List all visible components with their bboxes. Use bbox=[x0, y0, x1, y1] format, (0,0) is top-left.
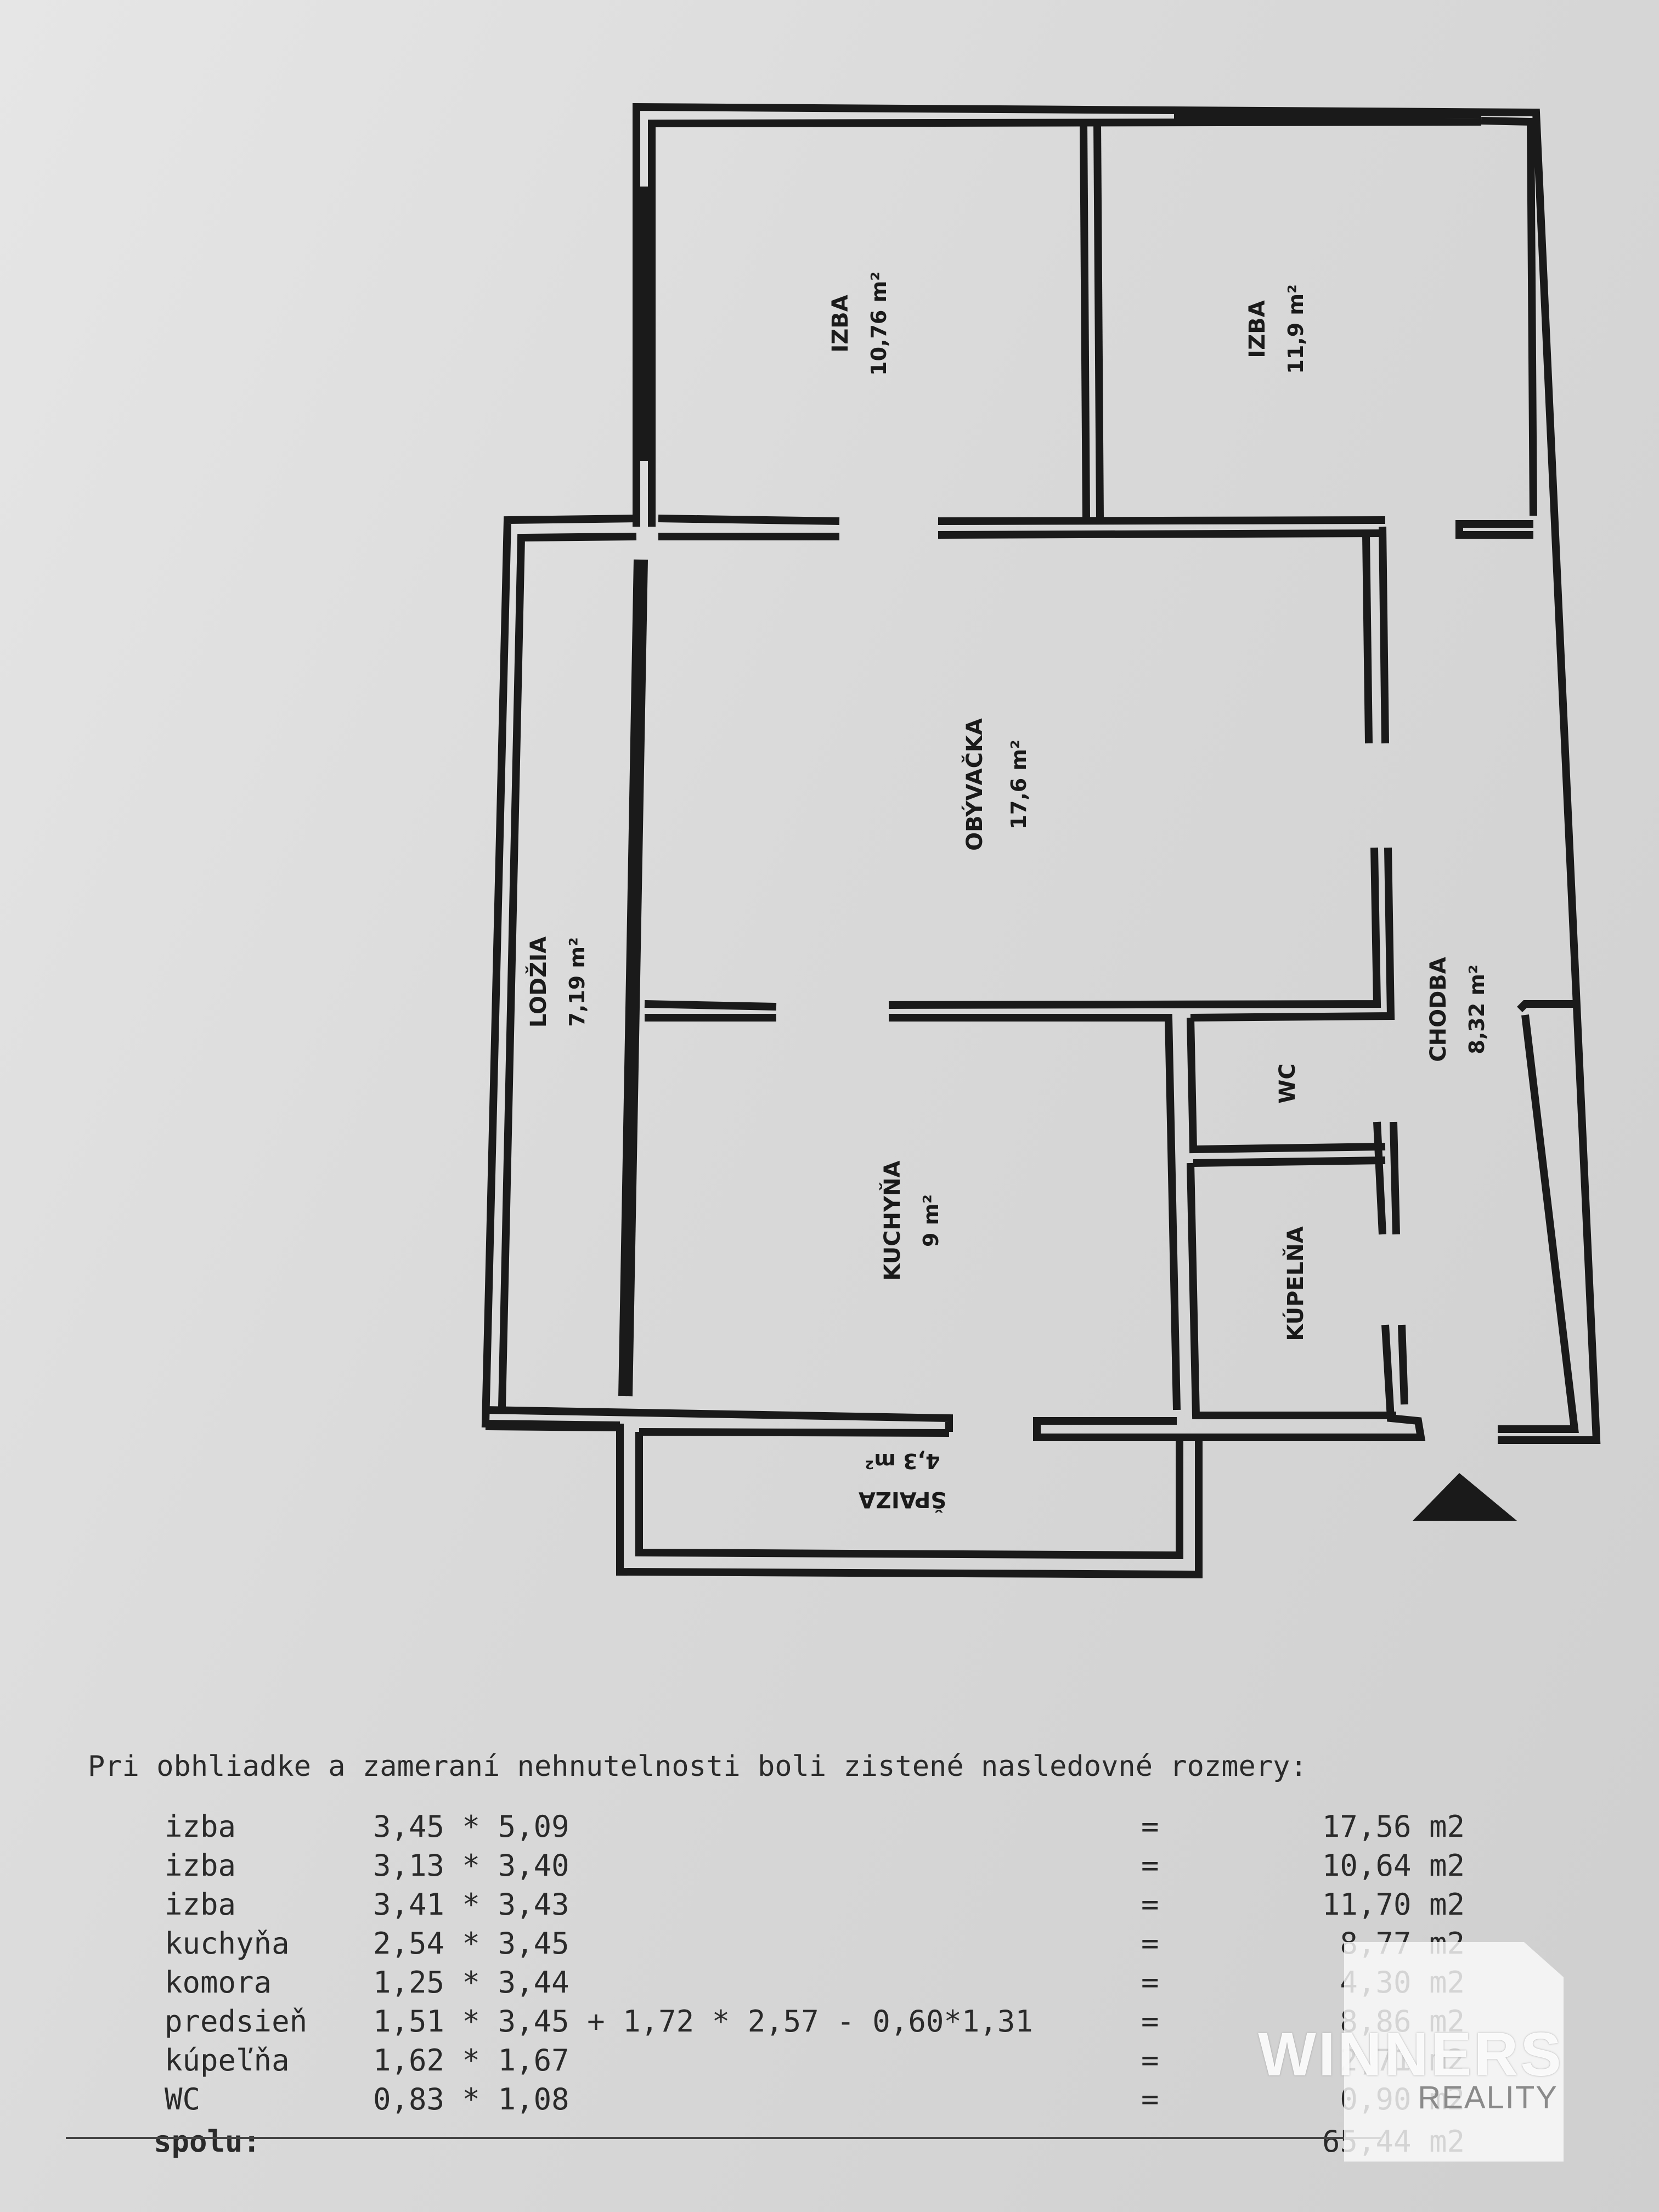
room-dims: 2,54 * 3,45 bbox=[373, 1926, 569, 1961]
svg-text:8,32 m²: 8,32 m² bbox=[1465, 964, 1489, 1054]
room-dims: 1,25 * 3,44 bbox=[373, 1965, 569, 2000]
room-name: izba bbox=[165, 1809, 236, 1844]
svg-text:7,19 m²: 7,19 m² bbox=[565, 937, 589, 1026]
room-dims: 0,83 * 1,08 bbox=[373, 2082, 569, 2117]
measurement-row: izba 3,13 * 3,40 = 10,64 m2 bbox=[88, 1848, 1569, 1887]
room-wc: WC bbox=[1275, 1063, 1300, 1103]
room-izba-1: IZBA 10,76 m² bbox=[828, 272, 891, 376]
svg-text:WC: WC bbox=[1275, 1063, 1300, 1103]
room-value: 17,56 m2 bbox=[1322, 1809, 1465, 1844]
svg-text:11,9 m²: 11,9 m² bbox=[1284, 284, 1308, 374]
window bbox=[618, 559, 648, 1397]
room-value: 10,64 m2 bbox=[1322, 1848, 1465, 1883]
room-chodba: CHODBA 8,32 m² bbox=[1426, 957, 1489, 1062]
room-spaiza: ŠPAIZA 4,3 m² bbox=[859, 1449, 946, 1513]
svg-text:OBÝVAČKA: OBÝVAČKA bbox=[961, 718, 988, 851]
room-izba-2: IZBA 11,9 m² bbox=[1245, 284, 1308, 374]
svg-text:LODŽIA: LODŽIA bbox=[525, 936, 551, 1028]
watermark-sub: REALITY bbox=[1418, 2080, 1558, 2115]
watermark-brand: WINNERS bbox=[1258, 2020, 1564, 2089]
total-divider bbox=[66, 2137, 1383, 2139]
room-dims: 3,13 * 3,40 bbox=[373, 1848, 569, 1883]
equals-sign: = bbox=[1141, 2043, 1159, 2078]
floor-plan: IZBA 10,76 m² IZBA 11,9 m² OBÝVAČKA 17,6… bbox=[481, 103, 1601, 1579]
entrance-arrow-icon bbox=[1413, 1473, 1517, 1521]
svg-text:17,6 m²: 17,6 m² bbox=[1007, 740, 1031, 829]
svg-text:10,76 m²: 10,76 m² bbox=[867, 272, 891, 376]
interior-walls bbox=[481, 121, 1533, 1579]
measurement-row: izba 3,45 * 5,09 = 17,56 m2 bbox=[88, 1809, 1569, 1848]
room-dims: 3,45 * 5,09 bbox=[373, 1809, 569, 1844]
svg-text:KUCHYŇA: KUCHYŇA bbox=[879, 1160, 905, 1280]
room-dims: 1,62 * 1,67 bbox=[373, 2043, 569, 2078]
equals-sign: = bbox=[1141, 1848, 1159, 1883]
equals-sign: = bbox=[1141, 2004, 1159, 2039]
equals-sign: = bbox=[1141, 1926, 1159, 1961]
room-name: izba bbox=[165, 1887, 236, 1922]
room-name: izba bbox=[165, 1848, 236, 1883]
room-name: kuchyňa bbox=[165, 1926, 290, 1961]
svg-text:9 m²: 9 m² bbox=[919, 1194, 943, 1247]
room-lodzia: LODŽIA 7,19 m² bbox=[525, 936, 589, 1028]
svg-text:4,3 m²: 4,3 m² bbox=[865, 1449, 940, 1473]
measurement-intro: Pri obhliadke a zameraní nehnutelnosti b… bbox=[88, 1750, 1307, 1783]
room-value: 11,70 m2 bbox=[1322, 1887, 1465, 1922]
equals-sign: = bbox=[1141, 1809, 1159, 1844]
svg-text:KÚPELŇA: KÚPELŇA bbox=[1282, 1226, 1308, 1341]
outer-walls bbox=[633, 103, 1601, 1444]
svg-text:CHODBA: CHODBA bbox=[1426, 957, 1451, 1062]
equals-sign: = bbox=[1141, 2082, 1159, 2117]
room-name: kúpeľňa bbox=[165, 2043, 290, 2078]
room-name: predsieň bbox=[165, 2004, 308, 2039]
room-dims: 3,41 * 3,43 bbox=[373, 1887, 569, 1922]
svg-text:IZBA: IZBA bbox=[1245, 300, 1270, 358]
svg-text:ŠPAIZA: ŠPAIZA bbox=[859, 1487, 946, 1513]
total-label: spolu: bbox=[154, 2124, 261, 2159]
room-dims: 1,51 * 3,45 + 1,72 * 2,57 - 0,60*1,31 bbox=[373, 2004, 1033, 2039]
equals-sign: = bbox=[1141, 1887, 1159, 1922]
measurement-row: izba 3,41 * 3,43 = 11,70 m2 bbox=[88, 1887, 1569, 1926]
room-name: WC bbox=[165, 2082, 201, 2117]
room-kuchyna: KUCHYŇA 9 m² bbox=[879, 1160, 943, 1280]
room-name: komora bbox=[165, 1965, 272, 2000]
room-kupelna: KÚPELŇA bbox=[1282, 1226, 1308, 1341]
watermark-logo-icon bbox=[1344, 1942, 1564, 2162]
room-obyvacka: OBÝVAČKA 17,6 m² bbox=[961, 718, 1031, 851]
equals-sign: = bbox=[1141, 1965, 1159, 2000]
svg-text:IZBA: IZBA bbox=[828, 295, 853, 352]
